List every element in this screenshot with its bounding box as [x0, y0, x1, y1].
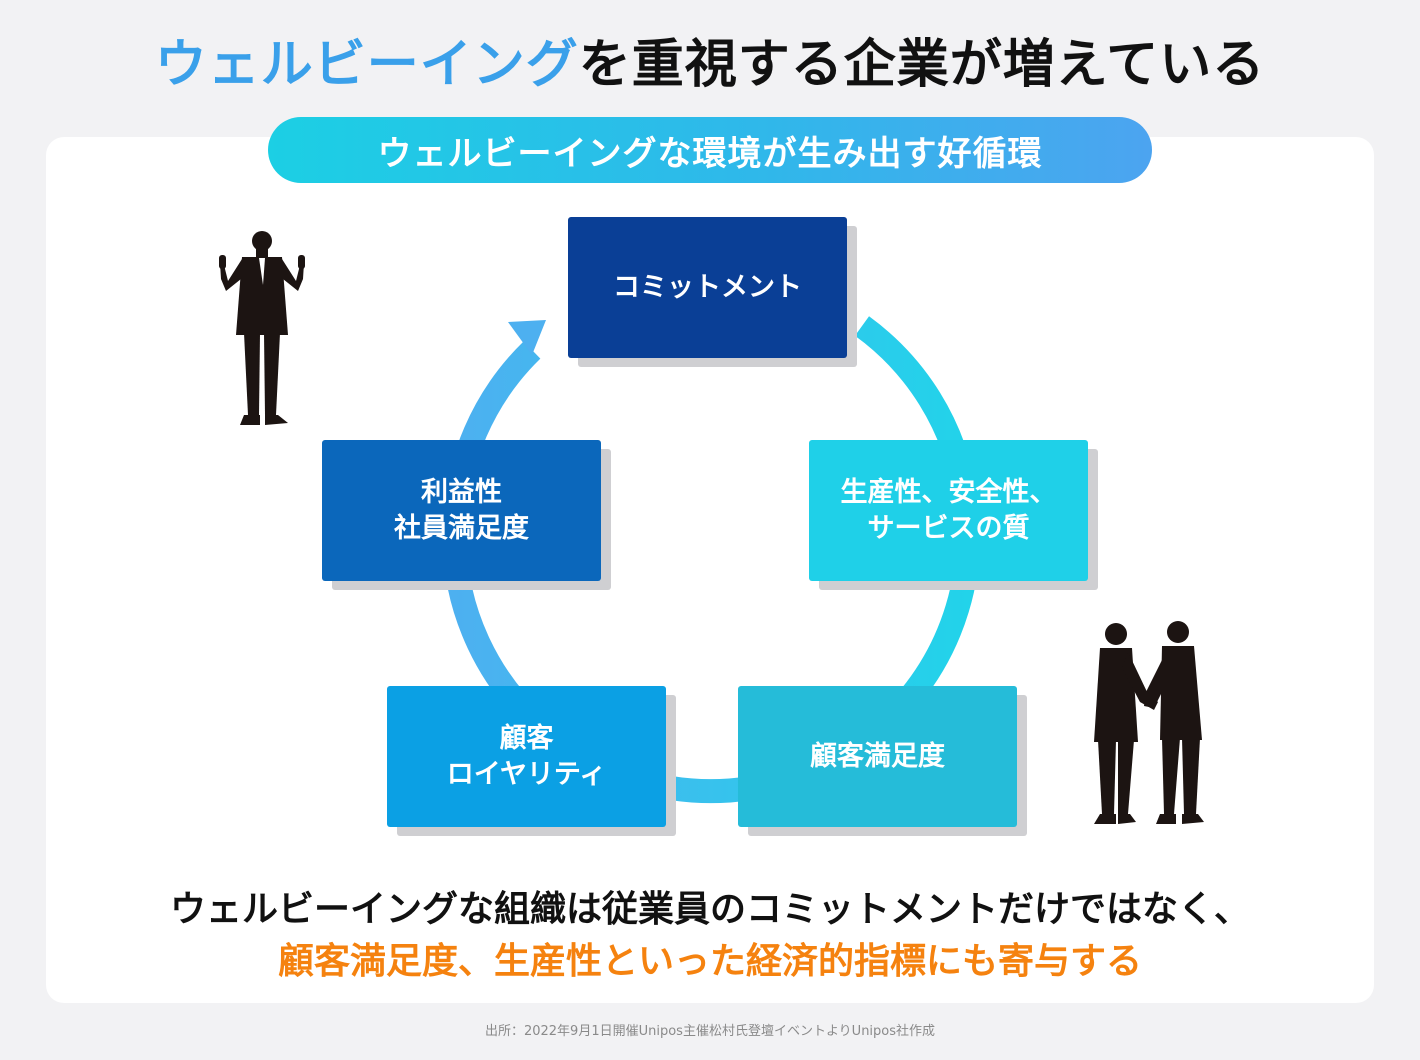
cycle-step-commitment: コミットメント [568, 217, 847, 358]
key-message-line2: 顧客満足度、生産性といった経済的指標にも寄与する [277, 941, 1142, 982]
subtitle-pill: ウェルビーイングな環境が生み出す好循環 [268, 117, 1152, 183]
handshake-businessmen-icon [1094, 621, 1204, 824]
cycle-step-label: 生産性、安全性、 [840, 476, 1057, 508]
key-message-line1: ウェルビーイングな組織は従業員のコミットメントだけではなく、 [169, 889, 1250, 930]
cycle-step-label: 顧客 [499, 722, 554, 754]
cycle-step-productivity: 生産性、安全性、 サービスの質 [809, 440, 1088, 581]
page-title: ウェルビーイングを重視する企業が増えている [0, 22, 1420, 97]
raised-arms-businessman-icon [219, 231, 305, 425]
title-accent: ウェルビーイング [154, 35, 579, 95]
cycle-arrowhead-icon [508, 320, 546, 355]
source-note: 出所：2022年9月1日開催Unipos主催松村氏登壇イベントよりUnipos社… [484, 1024, 936, 1039]
cycle-step-label: 利益性 [421, 476, 502, 508]
cycle-step-label: 社員満足度 [394, 512, 529, 544]
cycle-step-label: ロイヤリティ [446, 758, 607, 790]
title-rest: を重視する企業が増えている [578, 35, 1266, 95]
cycle-step-customer-loyalty: 顧客 ロイヤリティ [387, 686, 666, 827]
cycle-step-label: 顧客満足度 [810, 740, 945, 772]
cycle-step-customer-satisfaction: 顧客満足度 [738, 686, 1017, 827]
cycle-step-profitability: 利益性 社員満足度 [322, 440, 601, 581]
cycle-step-label: サービスの質 [867, 512, 1030, 544]
cycle-step-label: コミットメント [613, 271, 802, 303]
